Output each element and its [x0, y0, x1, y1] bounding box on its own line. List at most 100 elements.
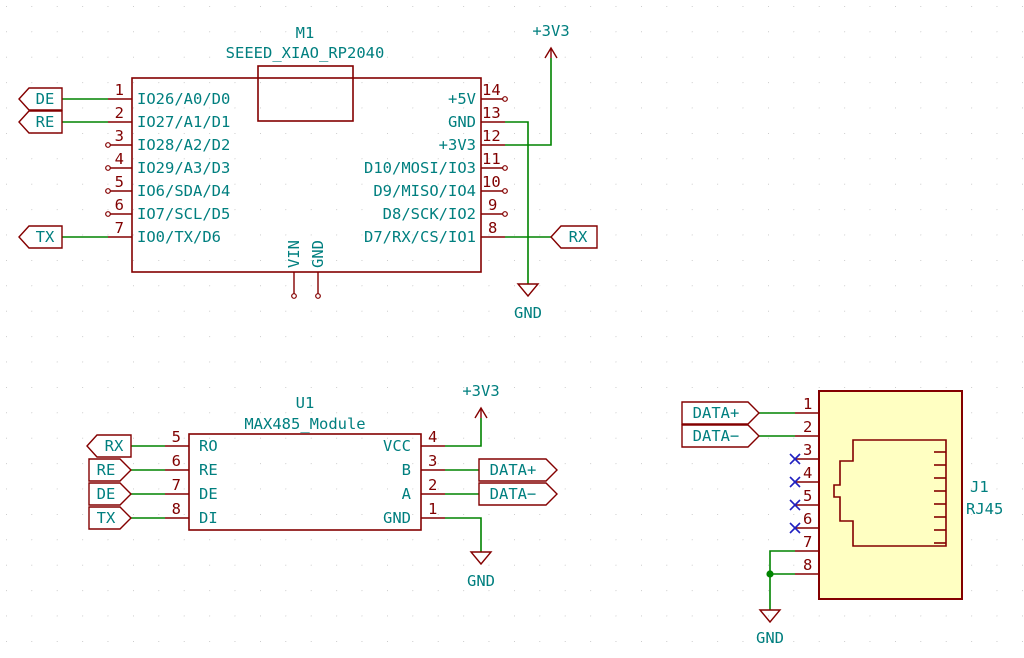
- u1-right-pins: [421, 445, 445, 519]
- m1-pin-number: 4: [115, 150, 124, 168]
- j1-reference: J1: [970, 478, 989, 496]
- m1-pin-name: IO7/SCL/D5: [137, 205, 230, 223]
- u1-pin-name: GND: [383, 509, 411, 527]
- u1-left-pins: [165, 445, 189, 519]
- u1-data-minus-label-text: DATA−: [490, 485, 537, 503]
- j1-data-minus-label-text: DATA−: [693, 427, 740, 445]
- m1-rx-label-text: RX: [569, 228, 588, 246]
- j1-pin-number: 1: [803, 395, 812, 413]
- m1-pin-name: +5V: [448, 90, 476, 108]
- m1-pin-number: 2: [115, 104, 124, 122]
- m1-symbol[interactable]: M1 SEEED_XIAO_RP2040 1 2 3 4 5 6 7 IO26/…: [105, 24, 508, 299]
- m1-value: SEEED_XIAO_RP2040: [226, 44, 385, 62]
- u1-value: MAX485_Module: [244, 415, 365, 433]
- j1-pin-number: 2: [803, 418, 812, 436]
- u1-re-label[interactable]: RE: [88, 458, 132, 482]
- m1-pin-number: 1: [115, 81, 124, 99]
- u1-tx-label[interactable]: TX: [88, 506, 132, 530]
- m1-re-label-text: RE: [36, 113, 55, 131]
- j1-wires: [759, 412, 795, 610]
- m1-tx-label[interactable]: TX: [18, 225, 63, 249]
- m1-pin-name: IO26/A0/D0: [137, 90, 230, 108]
- u1-pin-name: DE: [199, 485, 218, 503]
- m1-bottom-pins: [291, 272, 321, 299]
- m1-de-label-text: DE: [36, 90, 55, 108]
- j1-data-plus-label[interactable]: DATA+: [681, 401, 760, 425]
- m1-pin-number: 10: [482, 173, 501, 191]
- m1-usb-outline: [257, 65, 354, 122]
- u1-pin-number: 5: [172, 428, 181, 446]
- m1-pin-name: IO27/A1/D1: [137, 113, 230, 131]
- u1-3v3-power-symbol[interactable]: +3V3: [462, 382, 500, 419]
- m1-3v3-label: +3V3: [532, 22, 569, 40]
- j1-data-plus-label-text: DATA+: [693, 404, 740, 422]
- rj45-socket-icon: [833, 439, 947, 547]
- m1-pin-gnd: GND: [309, 240, 327, 268]
- no-connect-icon: [789, 499, 801, 511]
- u1-data-plus-label[interactable]: DATA+: [478, 458, 558, 482]
- j1-data-minus-label[interactable]: DATA−: [681, 424, 760, 448]
- u1-pin-number: 4: [428, 428, 437, 446]
- u1-gnd-label: GND: [467, 572, 495, 590]
- u1-gnd-power-symbol[interactable]: GND: [467, 551, 495, 590]
- u1-wires: [131, 418, 482, 552]
- m1-left-pins: [105, 98, 132, 238]
- u1-de-label-text: DE: [97, 485, 116, 503]
- m1-pin-name: D7/RX/CS/IO1: [364, 228, 476, 246]
- u1-pin-number: 8: [172, 500, 181, 518]
- u1-pin-name: B: [402, 461, 411, 479]
- no-connect-icon: [789, 476, 801, 488]
- u1-pin-number: 2: [428, 476, 437, 494]
- j1-pin-number: 3: [803, 441, 812, 459]
- m1-re-label[interactable]: RE: [18, 110, 63, 134]
- u1-pin-number: 7: [172, 476, 181, 494]
- j1-value: RJ45: [966, 500, 1003, 518]
- m1-body: [131, 77, 482, 273]
- m1-pin-number: 9: [488, 196, 497, 214]
- j1-pin-number: 7: [803, 533, 812, 551]
- m1-pin-name: IO29/A3/D3: [137, 159, 230, 177]
- u1-body: [188, 433, 422, 531]
- no-connect-icon: [789, 522, 801, 534]
- u1-pin-name: A: [402, 485, 412, 503]
- m1-pin-name: IO0/TX/D6: [137, 228, 221, 246]
- m1-3v3-power-symbol[interactable]: +3V3: [532, 22, 570, 59]
- j1-pin-number: 4: [803, 464, 812, 482]
- m1-gnd-power-symbol[interactable]: GND: [514, 283, 542, 322]
- u1-reference: U1: [296, 394, 315, 412]
- j1-pins: [795, 412, 819, 575]
- m1-pin-name: IO28/A2/D2: [137, 136, 230, 154]
- m1-pin-number: 14: [482, 81, 501, 99]
- u1-symbol[interactable]: U1 MAX485_Module 5 6 7 8 RO RE DE DI 4 3…: [165, 394, 445, 531]
- u1-pin-name: RO: [199, 437, 218, 455]
- m1-pin-number: 8: [488, 219, 497, 237]
- m1-pin-number: 7: [115, 219, 124, 237]
- m1-pin-name: D8/SCK/IO2: [383, 205, 476, 223]
- u1-data-plus-label-text: DATA+: [490, 461, 537, 479]
- m1-right-pins: [481, 96, 508, 238]
- u1-pin-name: DI: [199, 509, 218, 527]
- u1-data-minus-label[interactable]: DATA−: [478, 482, 558, 506]
- m1-pin-name: +3V3: [439, 136, 476, 154]
- m1-pin-name: IO6/SDA/D4: [137, 182, 230, 200]
- j1-symbol[interactable]: J1 RJ45 1 2 3 4 5 6 7 8: [789, 390, 1003, 600]
- no-connect-icon: [789, 453, 801, 465]
- u1-pin-name: RE: [199, 461, 218, 479]
- m1-rx-label[interactable]: RX: [550, 225, 598, 249]
- m1-pin-number: 3: [115, 127, 124, 145]
- j1-gnd-power-symbol[interactable]: GND: [756, 609, 784, 647]
- u1-pin-number: 3: [428, 452, 437, 470]
- m1-pin-number: 5: [115, 173, 124, 191]
- u1-de-label[interactable]: DE: [88, 482, 132, 506]
- j1-contact-lines: [934, 451, 946, 544]
- no-connect-flags: [789, 453, 801, 534]
- m1-de-label[interactable]: DE: [18, 87, 63, 111]
- m1-pin-number: 11: [482, 150, 501, 168]
- j1-pin-number: 6: [803, 510, 812, 528]
- u1-rx-label-text: RX: [105, 437, 124, 455]
- m1-gnd-label: GND: [514, 304, 542, 322]
- m1-tx-label-text: TX: [36, 228, 55, 246]
- u1-rx-label[interactable]: RX: [86, 434, 132, 458]
- j1-gnd-label: GND: [756, 629, 784, 647]
